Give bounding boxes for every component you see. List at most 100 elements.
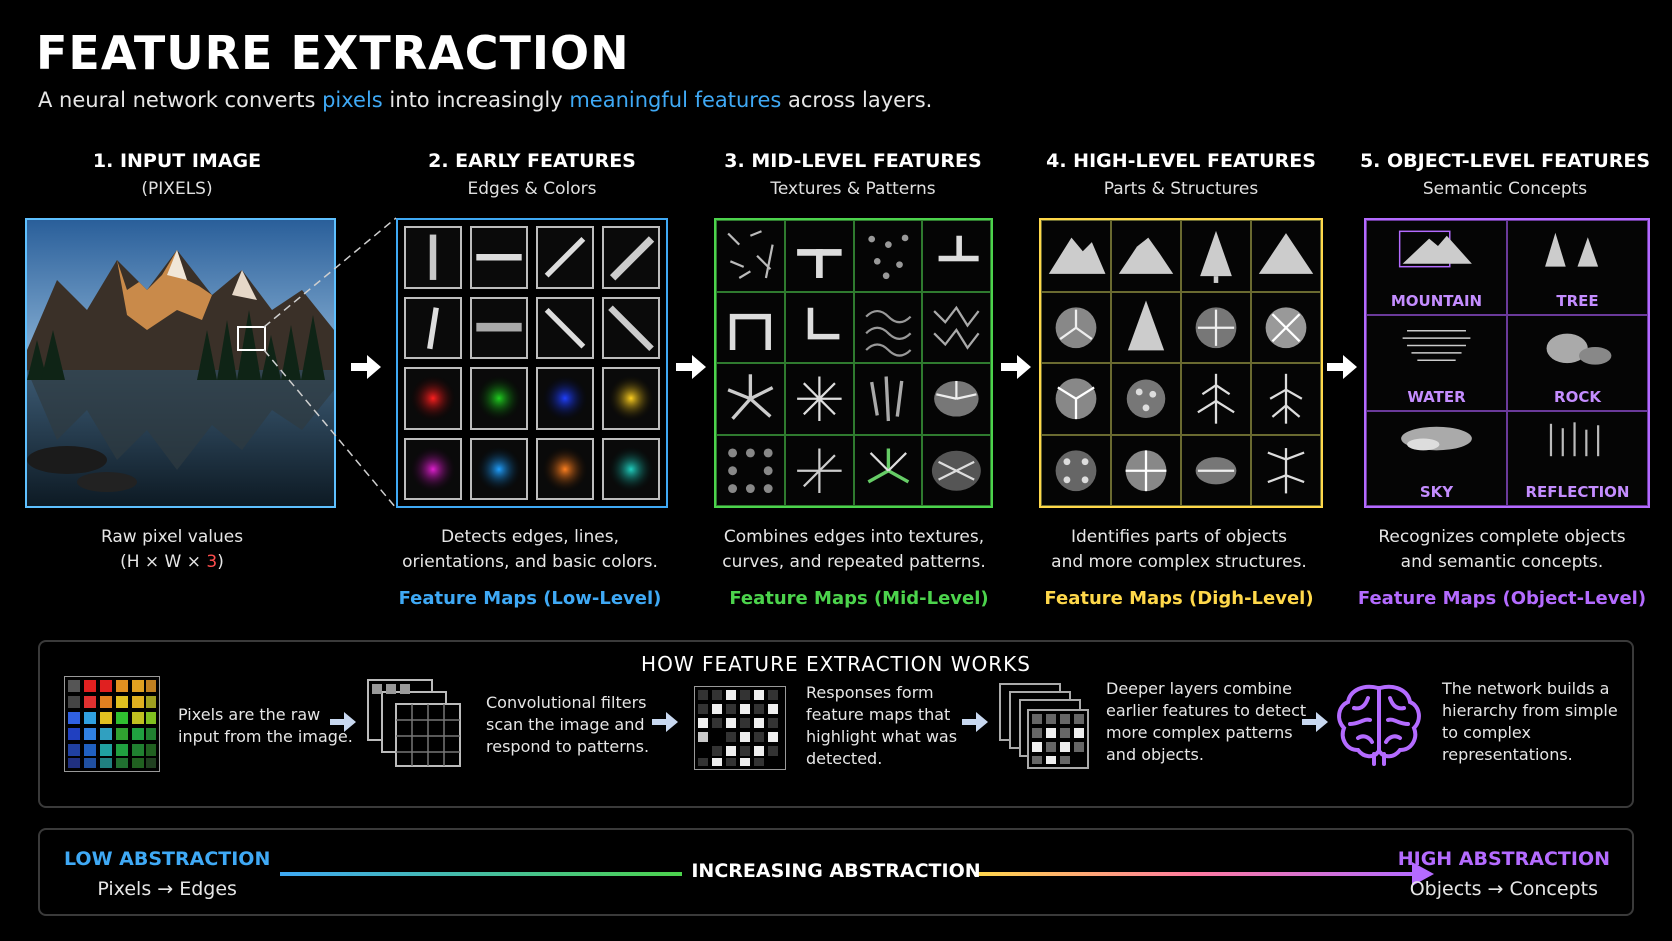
stage-4-feature-map-caption: Feature Maps (Digh-Level) xyxy=(1044,588,1314,609)
object-rock: ROCK xyxy=(1507,315,1648,411)
page-subtitle: A neural network converts pixels into in… xyxy=(38,88,932,112)
step-3-text: Responses form feature maps that highlig… xyxy=(806,682,957,770)
texture-map xyxy=(853,220,923,292)
stage-3-heading: 3. MID-LEVEL FEATURES Textures & Pattern… xyxy=(703,150,1003,199)
subtitle-highlight-features: meaningful features xyxy=(569,88,782,112)
object-label-sky: SKY xyxy=(1419,483,1454,501)
step-4-line-2: earlier features to detect xyxy=(1106,701,1307,720)
arrow-right-icon xyxy=(962,712,988,732)
texture-map xyxy=(716,434,785,506)
step-5-line-3: to complex xyxy=(1442,723,1531,742)
step-4-text: Deeper layers combine earlier features t… xyxy=(1106,678,1306,766)
edge-map-horizontal-2 xyxy=(470,296,528,359)
texture-map xyxy=(922,291,991,363)
stage-1-desc-channel-count: 3 xyxy=(206,552,218,572)
arrow-right-icon xyxy=(676,355,706,379)
stage-2-desc-line-2: orientations, and basic colors. xyxy=(402,552,658,572)
object-label-reflection: REFLECTION xyxy=(1525,483,1630,501)
step-2-line-1: Convolutional filters xyxy=(486,693,647,712)
foliage-part-map xyxy=(1181,434,1251,506)
edge-map-diagonal-2 xyxy=(602,226,660,289)
arrow-right-icon xyxy=(652,712,678,732)
step-3-line-4: detected. xyxy=(806,749,883,768)
mountain-part-map xyxy=(1041,220,1111,292)
mid-level-features-grid xyxy=(714,218,993,508)
color-map-magenta xyxy=(404,437,462,500)
low-abstraction: LOW ABSTRACTION Pixels → Edges xyxy=(64,848,270,900)
edge-map-anti-diagonal-2 xyxy=(602,296,660,359)
object-label-rock: ROCK xyxy=(1554,387,1601,406)
tree-part-map xyxy=(1181,220,1251,292)
layer-stack-icon xyxy=(999,683,1089,769)
corner-map xyxy=(784,291,854,363)
how-it-works-panel: HOW FEATURE EXTRACTION WORKS Pixels are … xyxy=(38,640,1634,808)
filter-stack-icon xyxy=(367,679,461,767)
edge-map-anti-diagonal xyxy=(536,296,594,359)
stage-2-feature-map-caption: Feature Maps (Low-Level) xyxy=(398,588,662,609)
step-3-line-3: highlight what was xyxy=(806,727,958,746)
step-4-line-4: and objects. xyxy=(1106,745,1204,764)
stage-2-description: Detects edges, lines, orientations, and … xyxy=(370,525,690,575)
object-tree: TREE xyxy=(1507,220,1648,316)
stage-3-desc-line-2: curves, and repeated patterns. xyxy=(722,552,986,572)
stage-5-title: 5. OBJECT-LEVEL FEATURES xyxy=(1359,150,1651,172)
radial-pattern-map xyxy=(784,434,854,506)
object-level-features-grid: MOUNTAIN TREE WATER ROCK SKY REFLECTION xyxy=(1364,218,1650,508)
subtitle-part-2: into increasingly xyxy=(382,88,570,112)
abstraction-gradient-arrow xyxy=(280,862,1434,886)
step-2-text: Convolutional filters scan the image and… xyxy=(486,692,649,758)
step-5-line-1: The network builds a xyxy=(1442,679,1610,698)
stage-5-description: Recognizes complete objects and semantic… xyxy=(1342,525,1662,575)
stage-3-feature-map-caption: Feature Maps (Mid-Level) xyxy=(729,588,989,609)
stage-2-title: 2. EARLY FEATURES xyxy=(428,150,636,172)
high-abstraction: HIGH ABSTRACTION Objects → Concepts xyxy=(1398,848,1610,900)
stage-2-heading: 2. EARLY FEATURES Edges & Colors xyxy=(382,150,682,199)
foliage-part-map xyxy=(1041,434,1111,506)
step-3-line-2: feature maps that xyxy=(806,705,951,724)
step-5-line-2: hierarchy from simple xyxy=(1442,701,1618,720)
tree-part-map xyxy=(1111,291,1181,363)
mountain-part-map xyxy=(1251,220,1321,292)
stage-5-heading: 5. OBJECT-LEVEL FEATURES Semantic Concep… xyxy=(1355,150,1655,199)
branch-part-map xyxy=(1251,363,1321,435)
stage-1-description: Raw pixel values (H × W × 3) xyxy=(12,525,332,575)
edge-map-tilted xyxy=(404,296,462,359)
stage-1-desc-part-c: ) xyxy=(217,552,224,572)
step-4-line-3: more complex patterns xyxy=(1106,723,1293,742)
brain-icon xyxy=(1337,684,1421,766)
step-5-text: The network builds a hierarchy from simp… xyxy=(1442,678,1618,766)
arch-map xyxy=(716,291,785,363)
object-mountain: MOUNTAIN xyxy=(1366,220,1507,316)
step-3-line-1: Responses form xyxy=(806,683,934,702)
foliage-part-map xyxy=(1041,291,1111,363)
stage-5-feature-map-caption: Feature Maps (Object-Level) xyxy=(1357,588,1647,609)
color-map-cyan-blue xyxy=(470,437,528,500)
high-level-features-grid xyxy=(1039,218,1323,508)
step-2-line-3: respond to patterns. xyxy=(486,737,650,756)
stage-4-heading: 4. HIGH-LEVEL FEATURES Parts & Structure… xyxy=(1031,150,1331,199)
page-title: FEATURE EXTRACTION xyxy=(36,26,630,80)
stage-1-subtitle: (PIXELS) xyxy=(141,179,213,199)
stage-1-title: 1. INPUT IMAGE xyxy=(92,150,262,172)
stage-4-description: Identifies parts of objects and more com… xyxy=(1019,525,1339,575)
step-1-line-1: Pixels are the raw xyxy=(178,705,321,724)
arrow-right-icon xyxy=(1302,712,1328,732)
color-map-blue xyxy=(536,367,594,430)
radial-pattern-map xyxy=(922,434,991,506)
subtitle-part-3: across layers. xyxy=(781,88,933,112)
foliage-part-map xyxy=(1251,291,1321,363)
arrow-right-icon xyxy=(330,712,356,732)
step-1-line-2: input from the image. xyxy=(178,727,353,746)
stage-4-desc-line-2: and more complex structures. xyxy=(1051,552,1307,572)
texture-map xyxy=(853,363,923,435)
stage-4-desc-line-1: Identifies parts of objects xyxy=(1070,527,1287,547)
how-it-works-title: HOW FEATURE EXTRACTION WORKS xyxy=(641,652,1031,676)
stage-4-subtitle: Parts & Structures xyxy=(1103,179,1259,199)
branch-part-map xyxy=(1251,434,1321,506)
input-image xyxy=(25,218,336,508)
color-map-red xyxy=(404,367,462,430)
stage-3-description: Combines edges into textures, curves, an… xyxy=(694,525,1014,575)
step-1-text: Pixels are the raw input from the image. xyxy=(178,704,353,748)
low-abstraction-title: LOW ABSTRACTION xyxy=(64,848,271,870)
arrow-right-icon xyxy=(1001,355,1031,379)
